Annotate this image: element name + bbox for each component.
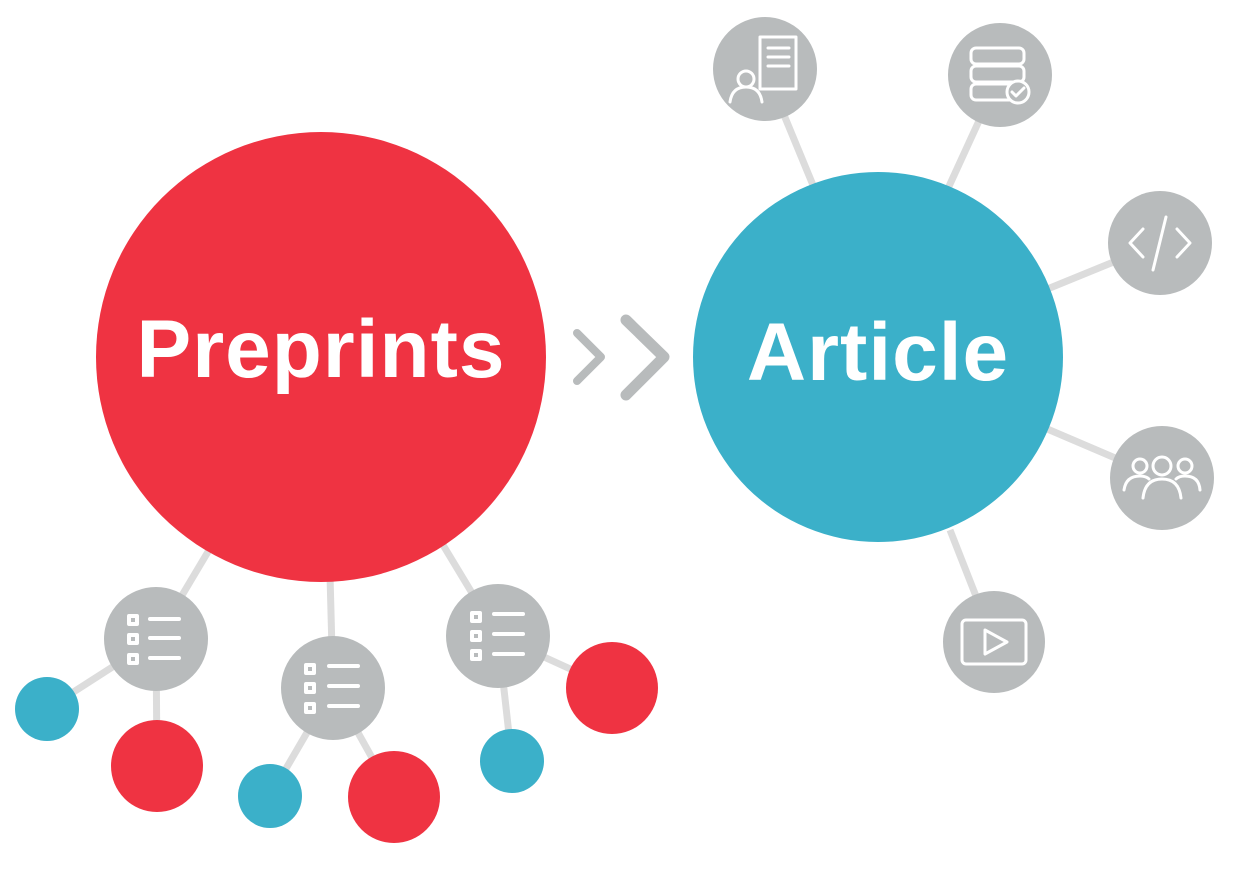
checklist-icon (470, 611, 525, 661)
article-satellite-database-check (948, 23, 1052, 127)
video-play-icon (960, 618, 1028, 666)
preprint-branch-a (15, 587, 208, 812)
child-node-blue (480, 729, 544, 793)
child-node-red (111, 720, 203, 812)
article-satellite-video (943, 591, 1045, 693)
group-users-icon (1122, 455, 1202, 500)
checklist-icon (304, 663, 360, 714)
preprint-branch-c (446, 584, 658, 793)
child-node-red (348, 751, 440, 843)
code-icon (1128, 215, 1192, 272)
child-node-red (566, 642, 658, 734)
checklist-icon (127, 614, 181, 665)
double-chevron-right-icon (573, 314, 670, 401)
preprints-hub (96, 132, 546, 582)
article-hub (693, 172, 1063, 542)
database-check-icon (969, 46, 1031, 105)
author-document-icon (728, 35, 798, 104)
preprint-branch-b (238, 636, 440, 843)
preprints-label: Preprints (136, 304, 506, 395)
article-label: Article (746, 307, 1010, 398)
child-node-blue (15, 677, 79, 741)
article-satellite-code (1108, 191, 1212, 295)
article-satellite-group-users (1110, 426, 1214, 530)
child-node-blue (238, 764, 302, 828)
article-satellite-author-document (713, 17, 817, 121)
